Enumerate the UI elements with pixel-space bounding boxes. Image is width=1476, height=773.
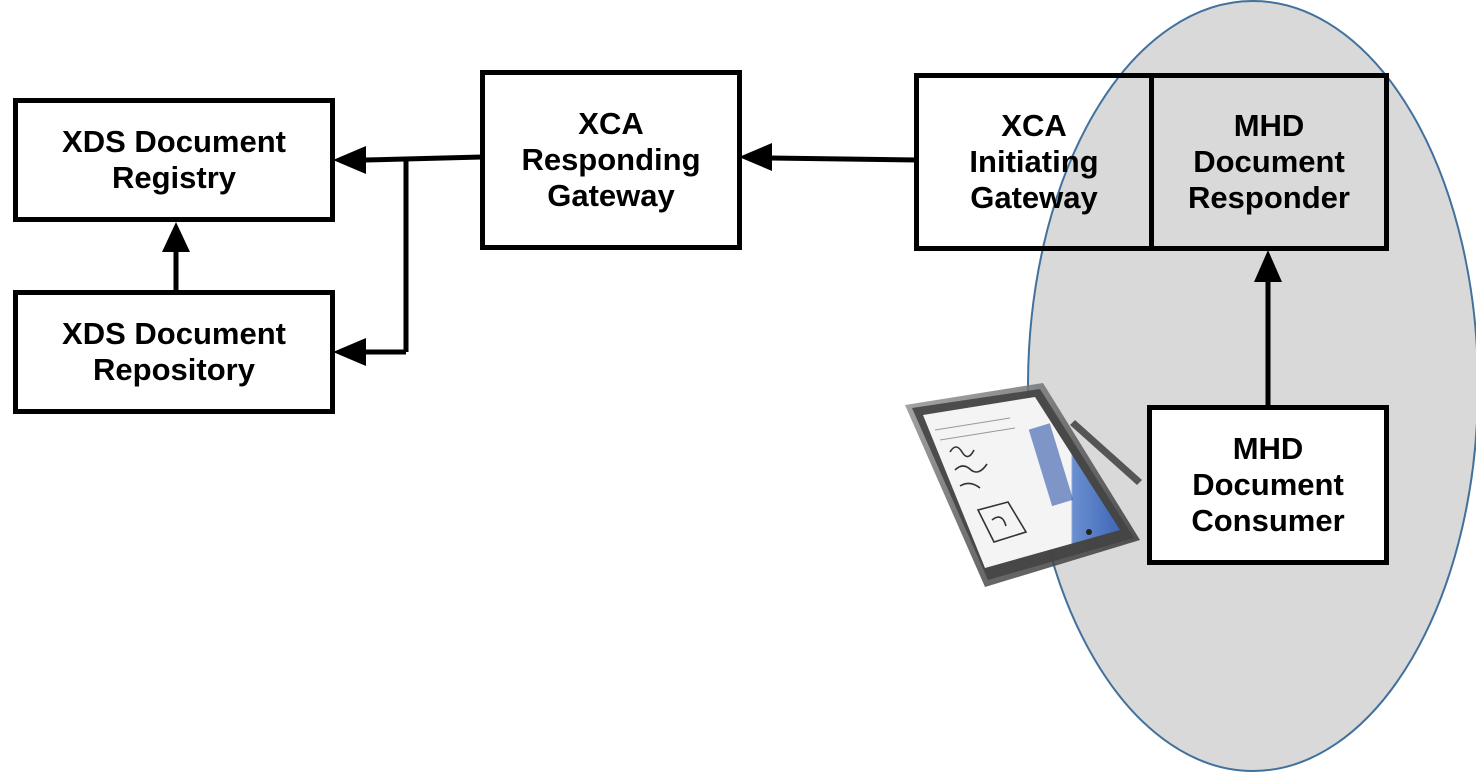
- mhd-document-consumer-box: MHD Document Consumer: [1147, 405, 1389, 565]
- arrowhead-up-to-responder: [1254, 250, 1282, 282]
- xds-registry-line1: XDS Document: [62, 124, 286, 159]
- xca-responding-line2: Responding: [521, 142, 701, 177]
- initiating-to-responding-line: [769, 155, 918, 163]
- xca-initiating-line3: Gateway: [970, 180, 1098, 215]
- xds-document-registry-box: XDS Document Registry: [13, 98, 335, 222]
- xds-registry-line2: Registry: [111, 160, 237, 195]
- mhd-consumer-line1: MHD: [1232, 431, 1304, 466]
- mhd-responder-line1: MHD: [1233, 108, 1305, 143]
- xca-initiating-gateway-box: XCA Initiating Gateway: [914, 73, 1154, 251]
- mhd-consumer-line2: Document: [1192, 467, 1344, 502]
- xca-initiating-line1: XCA: [1001, 108, 1067, 143]
- arrowhead-to-repository: [333, 338, 366, 366]
- arrowhead-to-registry: [333, 146, 366, 174]
- xca-responding-line3: Gateway: [547, 178, 675, 213]
- mhd-responder-line2: Document: [1193, 144, 1345, 179]
- arrowheads: [162, 143, 1282, 366]
- mhd-document-responder-box: MHD Document Responder: [1149, 73, 1389, 251]
- mhd-consumer-line3: Consumer: [1191, 503, 1345, 538]
- xds-repository-line2: Repository: [93, 352, 255, 387]
- gateway-to-registry-line: [364, 154, 483, 163]
- xca-responding-line1: XCA: [578, 106, 644, 141]
- mhd-responder-line3: Responder: [1188, 180, 1350, 215]
- xca-initiating-line2: Initiating: [969, 144, 1099, 179]
- connectors: [173, 154, 1271, 408]
- xds-repository-line1: XDS Document: [62, 316, 286, 351]
- xds-document-repository-box: XDS Document Repository: [13, 290, 335, 414]
- tablet-pc-icon: [905, 383, 1142, 587]
- xca-responding-gateway-box: XCA Responding Gateway: [480, 70, 742, 250]
- arrowhead-up-to-registry: [162, 222, 190, 252]
- arrowhead-to-responding-gateway: [739, 143, 772, 171]
